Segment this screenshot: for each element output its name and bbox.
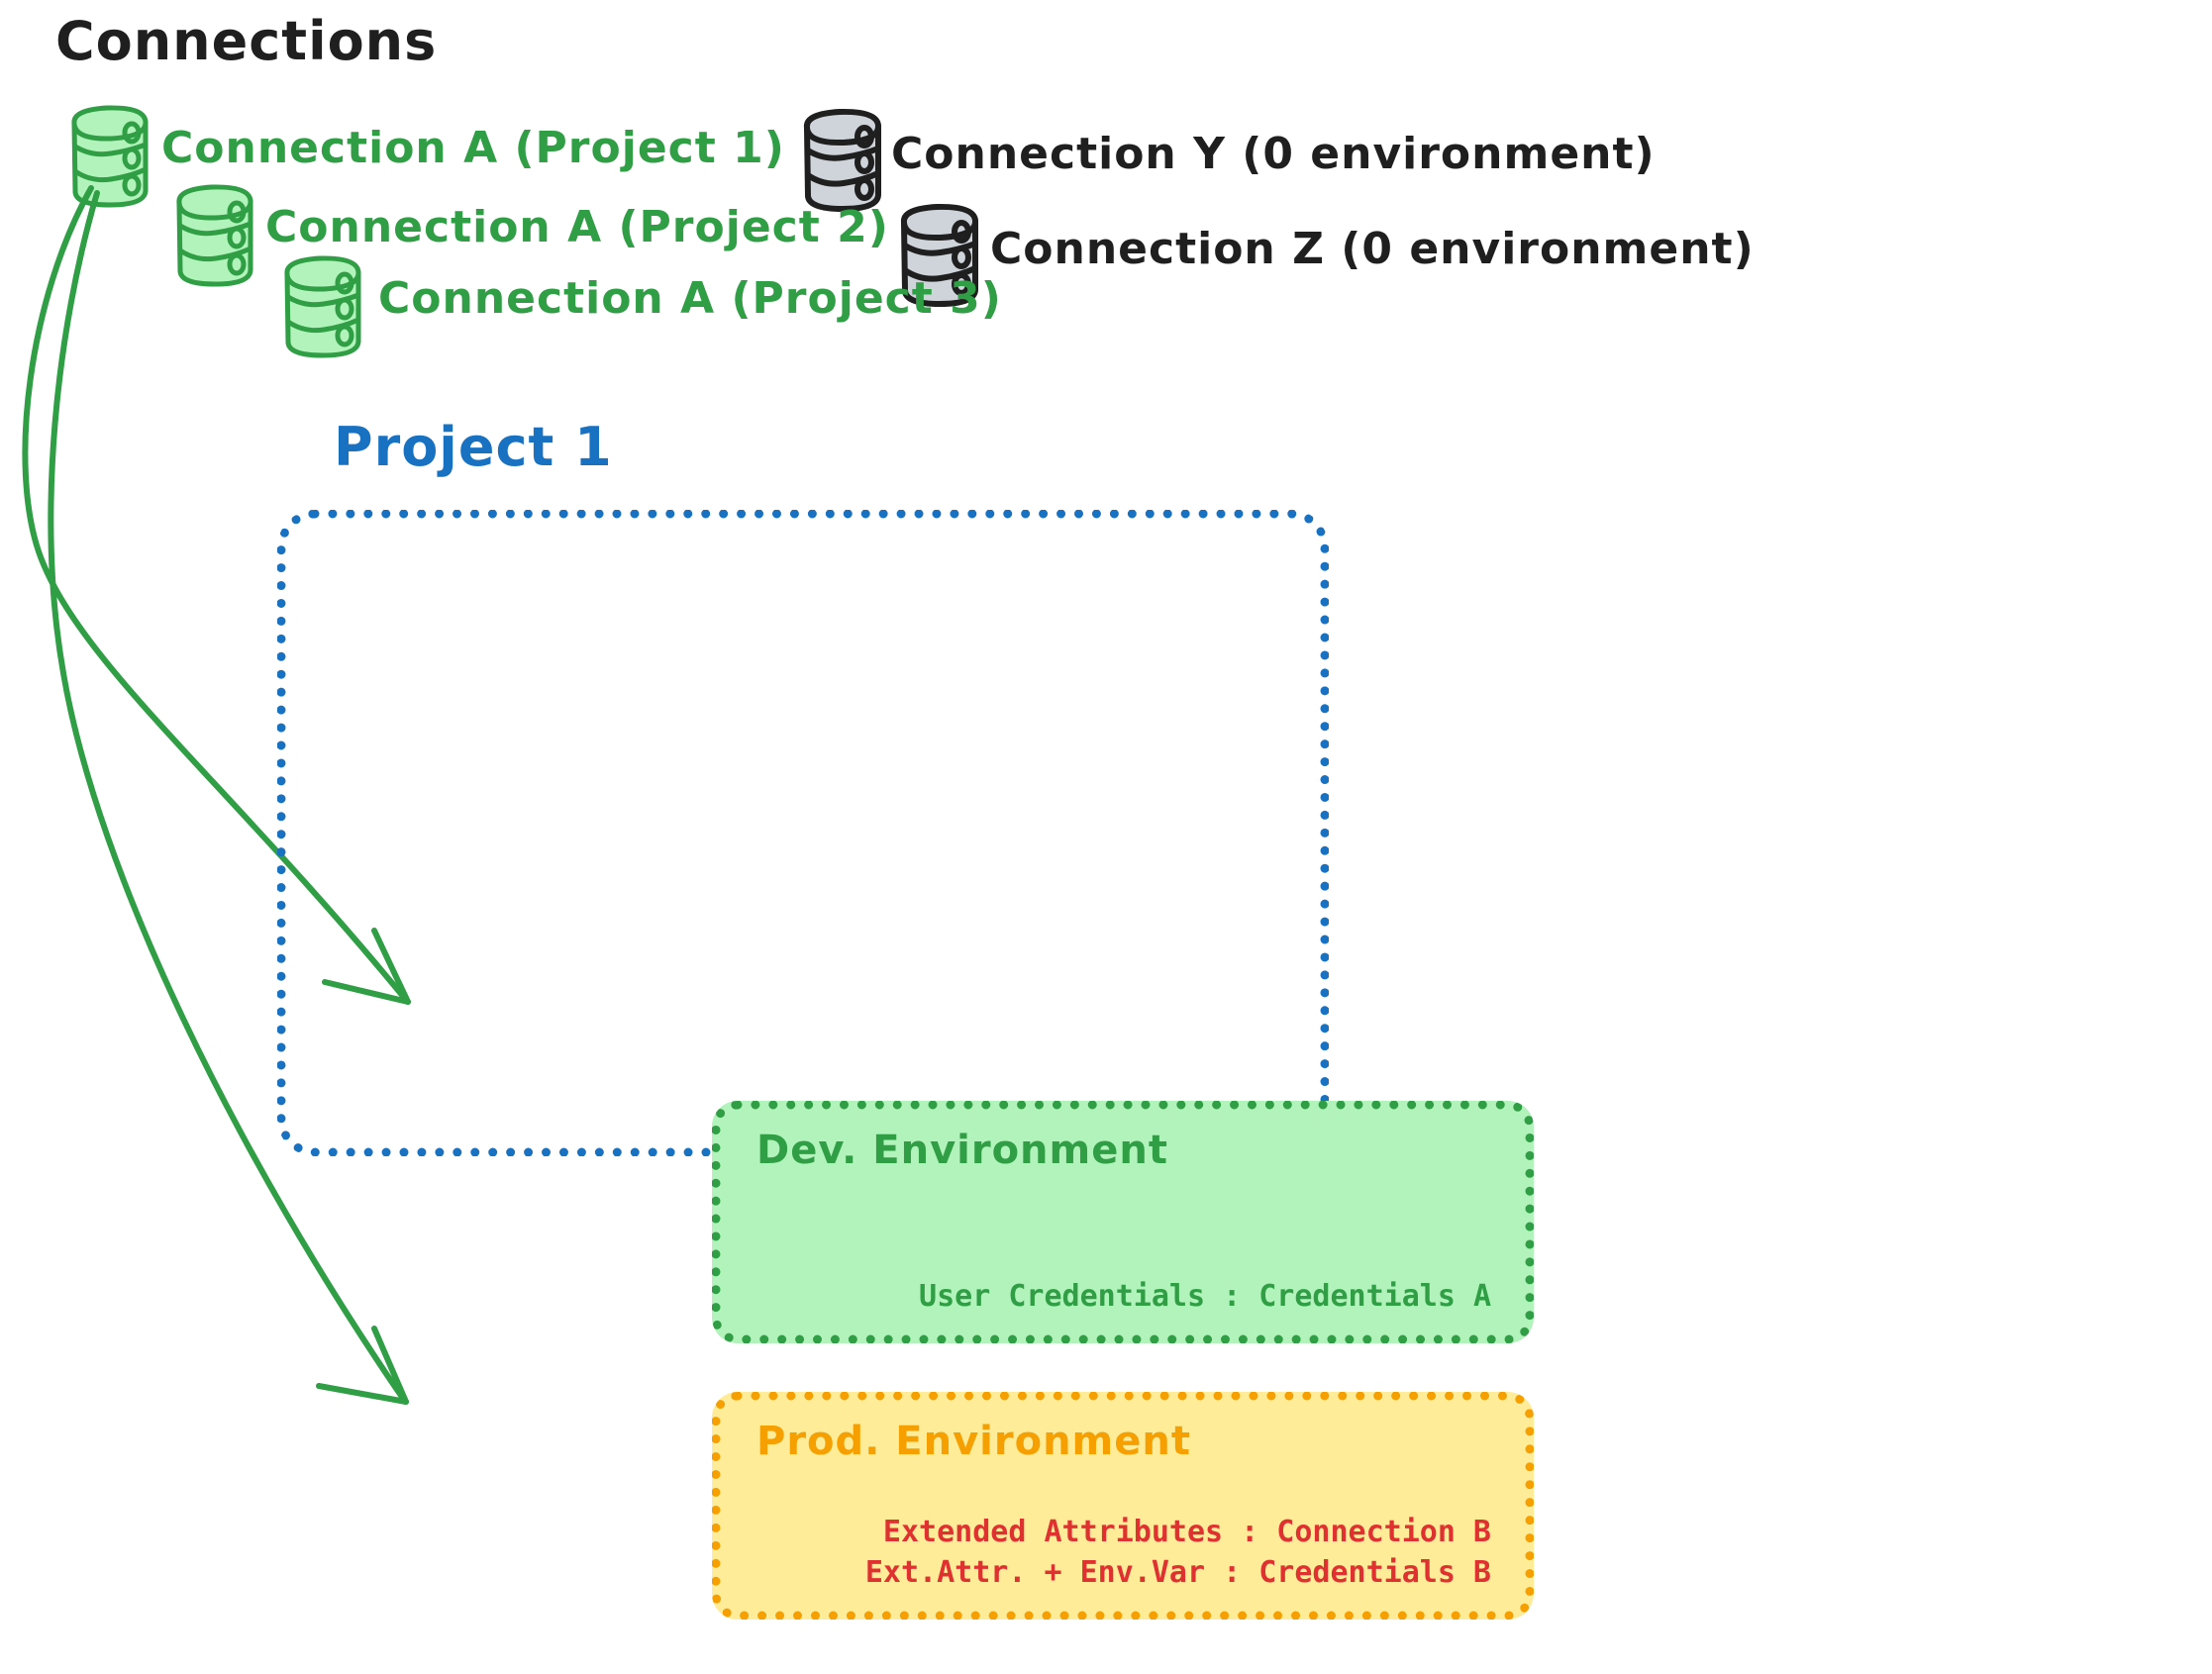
dev-environment-details: User Credentials : Credentials A xyxy=(919,1277,1491,1318)
database-cylinder-icon-connection-a-project-3 xyxy=(284,255,361,358)
dev-environment-line-1: User Credentials : Credentials A xyxy=(919,1278,1491,1314)
connection-label-a-project-3: Connection A (Project 3) xyxy=(378,273,1002,324)
prod-environment-line-2: Ext.Attr. + Env.Var : Credentials B xyxy=(864,1554,1491,1590)
prod-environment-title: Prod. Environment xyxy=(756,1419,1191,1464)
project-title: Project 1 xyxy=(334,416,613,478)
dev-environment-box: Dev. Environment User Credentials : Cred… xyxy=(712,1101,1534,1343)
page-title: Connections xyxy=(55,10,438,72)
prod-environment-box: Prod. Environment Extended Attributes : … xyxy=(712,1392,1534,1620)
prod-environment-details: Extended Attributes : Connection B Ext.A… xyxy=(865,1513,1491,1593)
database-cylinder-icon-connection-a-project-1 xyxy=(71,105,149,208)
prod-environment-line-1: Extended Attributes : Connection B xyxy=(882,1515,1491,1549)
dev-environment-title: Dev. Environment xyxy=(756,1128,1168,1173)
project-container-box: Dev. Environment User Credentials : Cred… xyxy=(277,510,1534,1620)
database-cylinder-icon-connection-a-project-2 xyxy=(176,184,253,287)
connection-label-z: Connection Z (0 environment) xyxy=(990,224,1755,274)
connection-label-a-project-1: Connection A (Project 1) xyxy=(161,123,785,173)
connection-label-a-project-2: Connection A (Project 2) xyxy=(265,202,889,252)
connection-label-y: Connection Y (0 environment) xyxy=(891,129,1656,179)
database-cylinder-icon-connection-y xyxy=(803,108,881,212)
